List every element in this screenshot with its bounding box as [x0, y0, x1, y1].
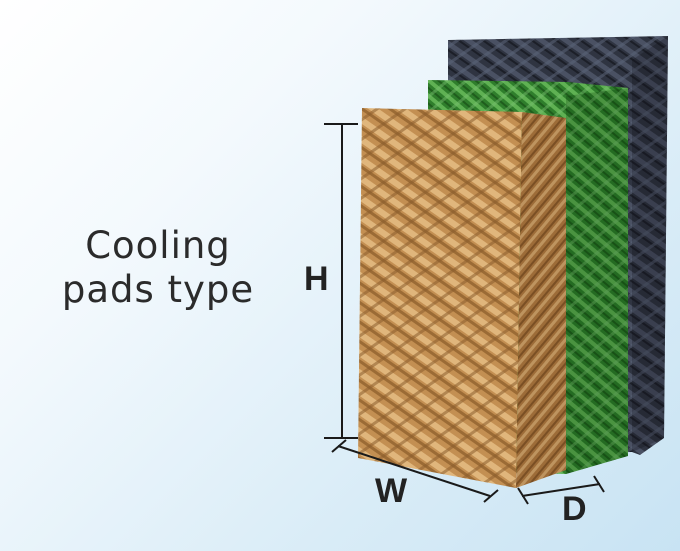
product-title: Cooling pads type — [48, 224, 268, 312]
title-line-1: Cooling — [85, 224, 231, 267]
width-dimension-label: W — [375, 472, 408, 510]
height-dimension-label: H — [304, 260, 329, 298]
dimension-lines — [324, 123, 605, 505]
depth-dimension-label: D — [562, 490, 587, 528]
brown-cooling-pad — [358, 108, 566, 488]
title-line-2: pads type — [61, 268, 255, 311]
